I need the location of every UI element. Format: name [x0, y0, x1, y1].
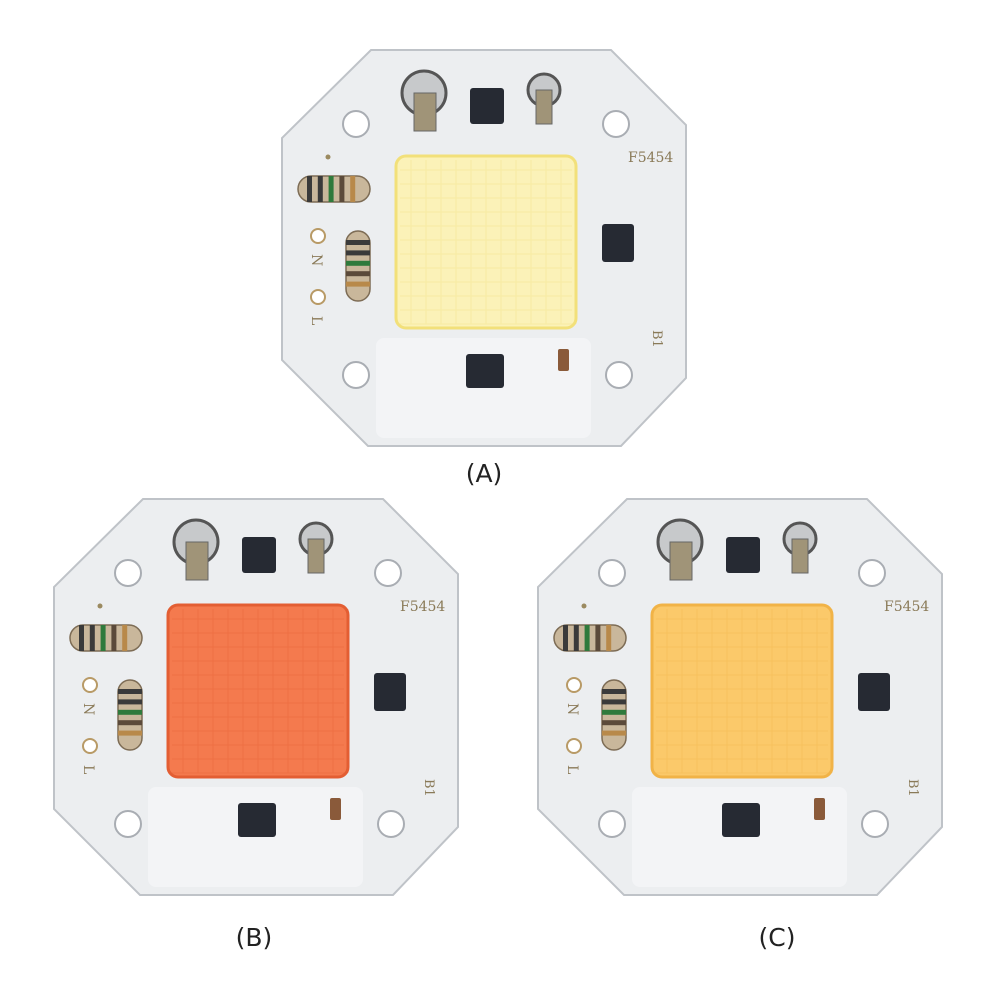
pin-pad-l: [82, 738, 98, 754]
caption-a: (A): [465, 459, 503, 488]
ic-chip-right: [858, 673, 890, 711]
pin-label-l: L: [308, 316, 324, 325]
led-chip-grid: [172, 609, 349, 774]
mounting-hole: [861, 810, 889, 838]
mark-b1: B1: [905, 779, 920, 797]
terminal-left-lead: [185, 541, 209, 581]
ic-chip-top: [242, 537, 276, 573]
terminal-right-lead: [535, 89, 553, 125]
caption-b: (B): [235, 923, 273, 952]
pin-label-n: N: [80, 703, 96, 715]
pcb-dot: [325, 154, 331, 160]
mounting-hole: [342, 361, 370, 389]
smd-capacitor: [558, 349, 569, 371]
pin-pad-l: [566, 738, 582, 754]
pin-pad-n: [310, 228, 326, 244]
mounting-hole: [605, 361, 633, 389]
resistor-horizontal: [553, 624, 627, 652]
terminal-right-lead: [307, 538, 325, 574]
pcb-dot: [97, 603, 103, 609]
smd-capacitor: [814, 798, 825, 820]
resistor-horizontal: [297, 175, 371, 203]
mounting-hole: [114, 810, 142, 838]
ic-chip-top: [726, 537, 760, 573]
mark-b1: B1: [649, 330, 664, 348]
resistor-vertical: [345, 230, 371, 302]
pcb-dot: [581, 603, 587, 609]
mounting-hole: [598, 810, 626, 838]
mounting-hole: [342, 110, 370, 138]
led-chip: [394, 154, 578, 330]
board-code-label: F5454: [400, 599, 445, 615]
board-code-label: F5454: [628, 150, 673, 166]
resistor-vertical: [117, 679, 143, 751]
mounting-hole: [858, 559, 886, 587]
pin-pad-l: [310, 289, 326, 305]
pin-pad-n: [566, 677, 582, 693]
pin-label-n: N: [564, 703, 580, 715]
led-chip-grid: [400, 160, 577, 325]
pin-label-n: N: [308, 254, 324, 266]
led-chip: [166, 603, 350, 779]
led-chip-grid: [656, 609, 833, 774]
pin-pad-n: [82, 677, 98, 693]
mounting-hole: [374, 559, 402, 587]
ic-chip-right: [602, 224, 634, 262]
ic-chip-right: [374, 673, 406, 711]
mounting-hole: [377, 810, 405, 838]
mounting-hole: [598, 559, 626, 587]
board-code-label: F5454: [884, 599, 929, 615]
ic-chip-bottom: [466, 354, 504, 388]
mounting-hole: [602, 110, 630, 138]
resistor-horizontal: [69, 624, 143, 652]
ic-chip-bottom: [722, 803, 760, 837]
pin-label-l: L: [80, 765, 96, 774]
led-chip: [650, 603, 834, 779]
mark-b1: B1: [421, 779, 436, 797]
mounting-hole: [114, 559, 142, 587]
caption-c: (C): [758, 923, 796, 952]
ic-chip-top: [470, 88, 504, 124]
ic-chip-bottom: [238, 803, 276, 837]
terminal-left-lead: [413, 92, 437, 132]
pin-label-l: L: [564, 765, 580, 774]
smd-capacitor: [330, 798, 341, 820]
terminal-right-lead: [791, 538, 809, 574]
terminal-left-lead: [669, 541, 693, 581]
resistor-vertical: [601, 679, 627, 751]
